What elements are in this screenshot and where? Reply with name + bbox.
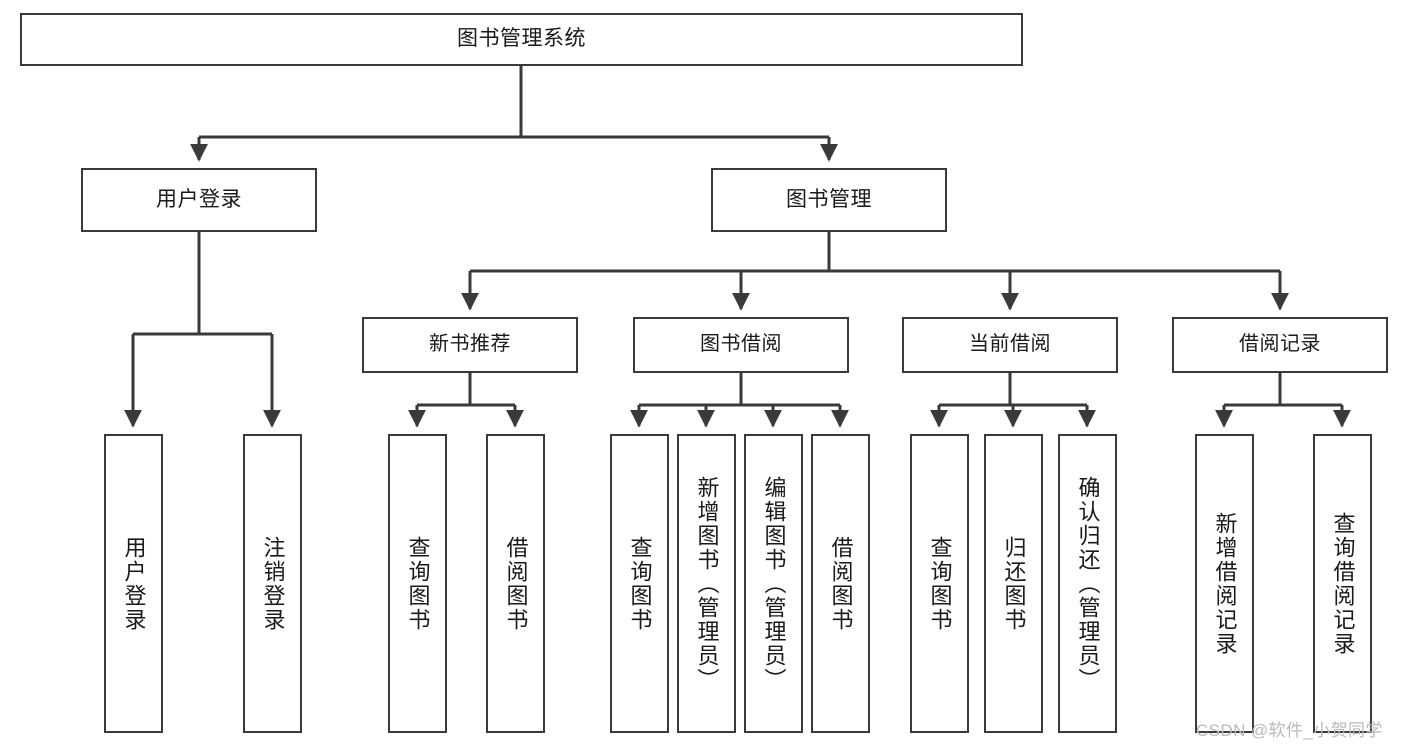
node-leaf-edit-book-label: 编辑图书（管理员） — [761, 475, 787, 692]
node-leaf-confirm-return-label: 确认归还（管理员） — [1075, 475, 1101, 692]
node-leaf-query-record[interactable]: 查询借阅记录 — [1313, 434, 1372, 733]
node-leaf-logout-label: 注销登录 — [260, 535, 286, 632]
csdn-watermark: CSDN @软件_小贺同学 — [1196, 721, 1383, 740]
node-new-book-recommend[interactable]: 新书推荐 — [362, 317, 578, 373]
node-leaf-edit-book[interactable]: 编辑图书（管理员） — [744, 434, 803, 733]
node-book-management[interactable]: 图书管理 — [711, 168, 947, 232]
node-leaf-borrow-book-2[interactable]: 借阅图书 — [811, 434, 870, 733]
node-current-borrow-label: 当前借阅 — [969, 333, 1051, 356]
node-book-borrow-label: 图书借阅 — [700, 333, 782, 356]
node-leaf-logout[interactable]: 注销登录 — [243, 434, 302, 733]
node-root[interactable]: 图书管理系统 — [20, 13, 1023, 66]
node-leaf-query-book-3[interactable]: 查询图书 — [910, 434, 969, 733]
node-leaf-add-record[interactable]: 新增借阅记录 — [1195, 434, 1254, 733]
node-borrow-record-label: 借阅记录 — [1239, 333, 1321, 356]
node-leaf-borrow-book-1[interactable]: 借阅图书 — [486, 434, 545, 733]
node-leaf-query-record-label: 查询借阅记录 — [1330, 511, 1356, 656]
node-leaf-return-book[interactable]: 归还图书 — [984, 434, 1043, 733]
node-leaf-add-book-label: 新增图书（管理员） — [694, 475, 720, 692]
node-leaf-query-book-2[interactable]: 查询图书 — [610, 434, 669, 733]
node-leaf-add-book[interactable]: 新增图书（管理员） — [677, 434, 736, 733]
node-borrow-record[interactable]: 借阅记录 — [1172, 317, 1388, 373]
node-leaf-borrow-book-1-label: 借阅图书 — [503, 535, 529, 632]
node-leaf-query-book-1[interactable]: 查询图书 — [388, 434, 447, 733]
node-current-borrow[interactable]: 当前借阅 — [902, 317, 1118, 373]
node-user-login[interactable]: 用户登录 — [81, 168, 317, 232]
node-new-book-recommend-label: 新书推荐 — [429, 333, 511, 356]
node-leaf-confirm-return[interactable]: 确认归还（管理员） — [1058, 434, 1117, 733]
node-leaf-user-login-label: 用户登录 — [121, 535, 147, 632]
node-leaf-query-book-2-label: 查询图书 — [627, 535, 653, 632]
node-leaf-borrow-book-2-label: 借阅图书 — [828, 535, 854, 632]
node-leaf-return-book-label: 归还图书 — [1001, 535, 1027, 632]
node-leaf-query-book-1-label: 查询图书 — [405, 535, 431, 632]
node-user-login-label: 用户登录 — [156, 187, 242, 211]
node-leaf-add-record-label: 新增借阅记录 — [1212, 511, 1238, 656]
node-book-management-label: 图书管理 — [786, 187, 872, 211]
node-leaf-query-book-3-label: 查询图书 — [927, 535, 953, 632]
node-leaf-user-login[interactable]: 用户登录 — [104, 434, 163, 733]
node-root-label: 图书管理系统 — [457, 27, 586, 51]
node-book-borrow[interactable]: 图书借阅 — [633, 317, 849, 373]
